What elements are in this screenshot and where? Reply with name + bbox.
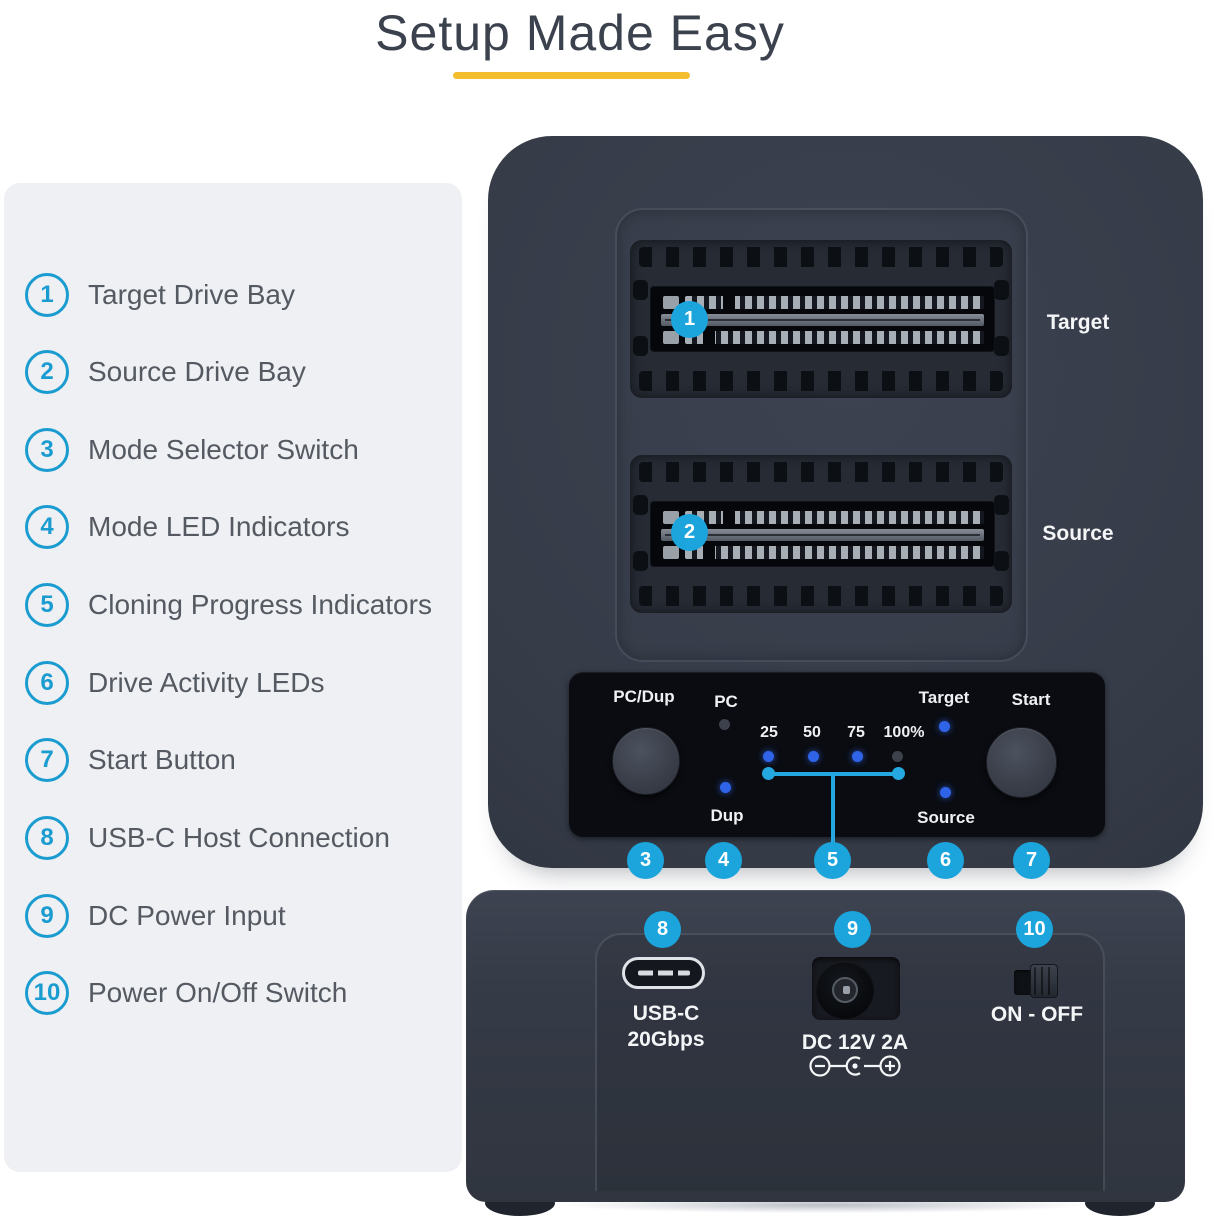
legend-label: Power On/Off Switch xyxy=(88,977,348,1008)
usb-c-speed-label: 20Gbps xyxy=(627,1028,705,1051)
target-drive-bay xyxy=(630,240,1012,398)
callout-10-power-switch: 10 xyxy=(1016,911,1053,948)
callout-3-mode-switch: 3 xyxy=(627,842,664,879)
legend-item-2: 2 Source Drive Bay xyxy=(4,350,462,394)
usb-c-port xyxy=(622,957,705,989)
callout-5-progress: 5 xyxy=(814,842,851,879)
legend-label: Cloning Progress Indicators xyxy=(88,589,432,620)
legend-label: Target Drive Bay xyxy=(88,279,295,310)
legend-number-badge: 5 xyxy=(25,583,69,627)
legend-label: Mode LED Indicators xyxy=(88,511,350,542)
legend-number-badge: 10 xyxy=(25,971,69,1015)
progress-25-led xyxy=(763,751,774,762)
progress-100-led xyxy=(892,751,903,762)
dock-front-view: USB-C 20Gbps DC 12V 2A ON - OFF xyxy=(466,890,1185,1202)
legend-label: DC Power Input xyxy=(88,900,286,931)
legend-item-9: 9 DC Power Input xyxy=(4,894,462,938)
legend-item-8: 8 USB-C Host Connection xyxy=(4,816,462,860)
bracket-dot-right xyxy=(892,767,905,780)
progress-100-label: 100% xyxy=(883,724,925,741)
dock-top-view: Target Source PC/Dup PC Dup 25 50 75 100… xyxy=(488,136,1203,868)
callout-7-start-button: 7 xyxy=(1013,842,1050,879)
callout-1-target-bay: 1 xyxy=(671,301,708,338)
target-activity-led xyxy=(939,721,950,732)
legend-item-4: 4 Mode LED Indicators xyxy=(4,505,462,549)
progress-50-led xyxy=(808,751,819,762)
bracket-dot-left xyxy=(762,767,775,780)
progress-50-label: 50 xyxy=(803,724,821,741)
mode-selector-button xyxy=(612,727,680,795)
start-button xyxy=(986,727,1057,798)
usb-c-label: USB-C xyxy=(632,1002,700,1025)
mode-button-label: PC/Dup xyxy=(613,687,675,706)
source-bay-label: Source xyxy=(1042,522,1114,545)
legend-label: Mode Selector Switch xyxy=(88,434,359,465)
bay-frame-groove xyxy=(615,208,1028,662)
legend-number-badge: 3 xyxy=(25,428,69,472)
progress-75-label: 75 xyxy=(847,724,865,741)
target-led-label: Target xyxy=(918,688,970,707)
feature-legend-panel: 1 Target Drive Bay 2 Source Drive Bay 3 … xyxy=(4,183,462,1172)
dup-mode-led xyxy=(720,782,731,793)
legend-item-10: 10 Power On/Off Switch xyxy=(4,971,462,1015)
power-switch-knob xyxy=(1030,964,1058,998)
dc-power-label: DC 12V 2A xyxy=(801,1031,909,1054)
legend-label: Start Button xyxy=(88,744,236,775)
legend-number-badge: 9 xyxy=(25,894,69,938)
page-title: Setup Made Easy xyxy=(375,5,785,61)
legend-number-badge: 4 xyxy=(25,505,69,549)
legend-number-badge: 8 xyxy=(25,816,69,860)
vent-row xyxy=(639,371,1003,391)
legend-item-6: 6 Drive Activity LEDs xyxy=(4,661,462,705)
callout-2-source-bay: 2 xyxy=(671,514,708,551)
title-underline xyxy=(453,72,690,79)
vent-row xyxy=(639,247,1003,267)
legend-item-1: 1 Target Drive Bay xyxy=(4,273,462,317)
callout-6-activity-leds: 6 xyxy=(927,842,964,879)
pc-mode-led xyxy=(719,719,730,730)
control-panel: PC/Dup PC Dup 25 50 75 100% Target Sourc… xyxy=(569,672,1105,837)
on-off-label: ON - OFF xyxy=(990,1003,1084,1026)
vent-row xyxy=(639,586,1003,606)
usb-c-tongue xyxy=(637,970,690,976)
progress-75-led xyxy=(852,751,863,762)
target-bay-label: Target xyxy=(1046,311,1110,334)
m2-connector-slot xyxy=(650,286,995,352)
callout-4-mode-leds: 4 xyxy=(705,842,742,879)
source-led-label: Source xyxy=(917,808,975,827)
callout-8-usb-c: 8 xyxy=(644,911,681,948)
progress-25-label: 25 xyxy=(760,724,778,741)
dc-polarity-icon xyxy=(809,1055,901,1077)
source-activity-led xyxy=(940,787,951,798)
legend-number-badge: 1 xyxy=(25,273,69,317)
dup-mode-label: Dup xyxy=(710,806,744,825)
callout-5-stem xyxy=(831,774,835,862)
legend-item-7: 7 Start Button xyxy=(4,738,462,782)
vent-row xyxy=(639,462,1003,482)
legend-number-badge: 2 xyxy=(25,350,69,394)
legend-item-5: 5 Cloning Progress Indicators xyxy=(4,583,462,627)
legend-label: Source Drive Bay xyxy=(88,356,306,387)
legend-item-3: 3 Mode Selector Switch xyxy=(4,428,462,472)
legend-number-badge: 7 xyxy=(25,738,69,782)
pc-mode-label: PC xyxy=(714,692,738,711)
dc-power-jack xyxy=(816,961,874,1019)
legend-number-badge: 6 xyxy=(25,661,69,705)
legend-label: USB-C Host Connection xyxy=(88,822,390,853)
legend-label: Drive Activity LEDs xyxy=(88,667,325,698)
callout-9-dc-power: 9 xyxy=(834,911,871,948)
start-button-label: Start xyxy=(1011,690,1051,709)
